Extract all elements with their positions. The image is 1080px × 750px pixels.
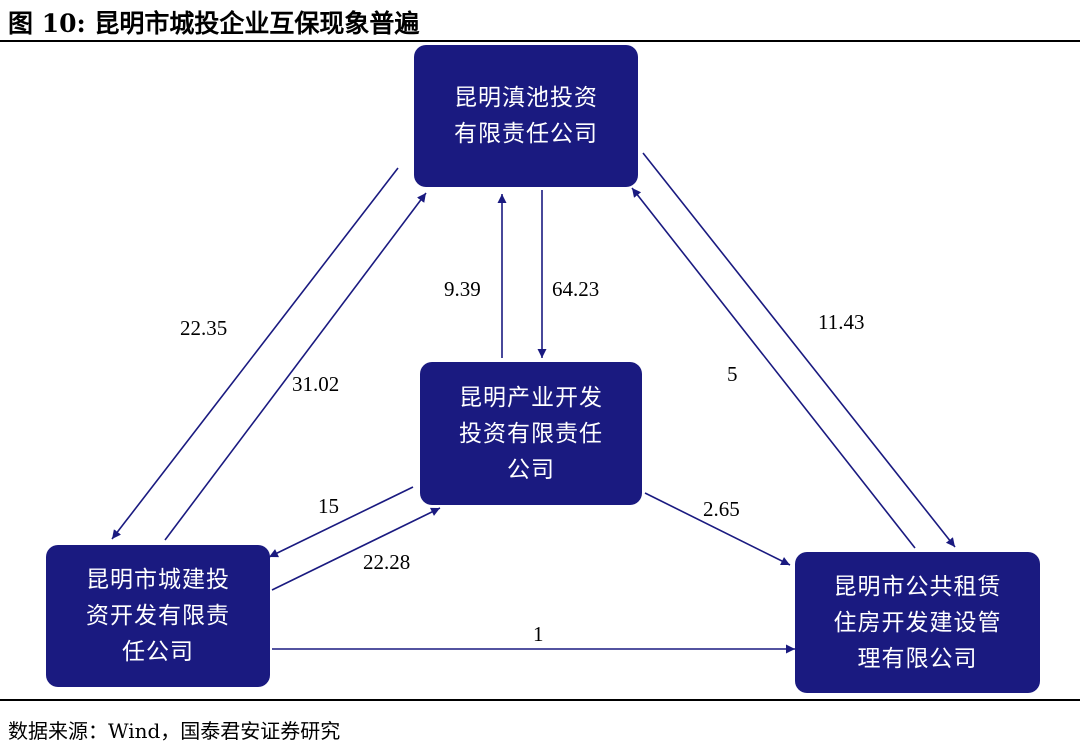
edge-label-dianchi-to-urban: 22.35 [180, 316, 228, 340]
edge-label-industry-to-dianchi: 9.39 [444, 277, 481, 301]
node-housing-label: 昆明市公共租赁 住房开发建设管 理有限公司 [833, 573, 1002, 672]
arrow-dianchi-to-housing [642, 152, 956, 548]
source-note: 数据来源：Wind，国泰君安证券研究 [8, 719, 341, 743]
arrow-dianchi-to-urban [111, 167, 399, 540]
node-dianchi: 昆明滇池投资 有限责任公司 [414, 45, 638, 187]
node-industry: 昆明产业开发 投资有限责任 公司 [420, 362, 642, 505]
arrow-housing-to-dianchi [631, 187, 916, 549]
edge-label-urban-to-dianchi: 31.02 [292, 372, 340, 396]
top-rule [0, 40, 1080, 42]
node-dianchi-label: 昆明滇池投资 有限责任公司 [454, 85, 598, 147]
edge-label-industry-to-urban: 15 [318, 494, 339, 518]
arrow-urban-to-dianchi [164, 192, 427, 541]
arrow-industry-to-housing [644, 492, 791, 566]
edge-label-urban-to-industry: 22.28 [363, 550, 411, 574]
figure-title: 图 10: 昆明市城投企业互保现象普遍 [8, 9, 420, 38]
edge-label-urban-to-housing: 1 [533, 622, 544, 646]
node-urban: 昆明市城建投 资开发有限责 任公司 [46, 545, 270, 687]
bottom-rule [0, 699, 1080, 701]
node-urban-label: 昆明市城建投 资开发有限责 任公司 [86, 567, 230, 665]
node-industry-label: 昆明产业开发 投资有限责任 公司 [459, 384, 603, 483]
edge-label-industry-to-housing: 2.65 [703, 497, 740, 521]
arrow-industry-to-urban [268, 486, 414, 558]
edge-label-housing-to-dianchi: 5 [727, 362, 738, 386]
edge-label-dianchi-to-industry: 64.23 [552, 277, 600, 301]
node-housing: 昆明市公共租赁 住房开发建设管 理有限公司 [795, 552, 1040, 693]
edge-label-dianchi-to-housing: 11.43 [818, 310, 865, 334]
arrow-urban-to-industry [271, 507, 441, 591]
